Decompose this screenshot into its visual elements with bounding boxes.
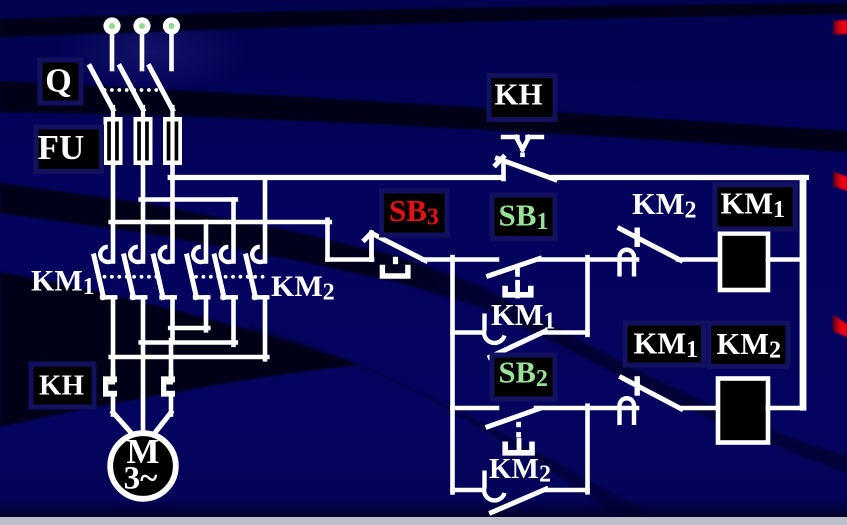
- svg-text:Q: Q: [45, 63, 71, 100]
- svg-text:KH: KH: [39, 370, 85, 402]
- svg-text:3~: 3~: [124, 461, 158, 497]
- svg-text:M: M: [126, 432, 159, 471]
- svg-text:FU: FU: [38, 128, 85, 167]
- svg-text:SB3: SB3: [389, 193, 439, 231]
- svg-text:KH: KH: [494, 77, 542, 112]
